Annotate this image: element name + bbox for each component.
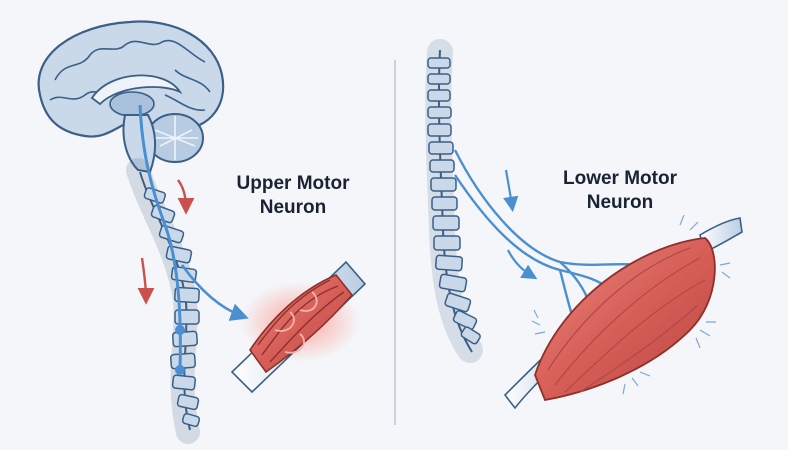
- synapse-node: [175, 325, 185, 335]
- upper-spine: [126, 158, 201, 444]
- upper-motor-tract: [138, 104, 249, 375]
- nerve-arrow: [503, 169, 519, 213]
- lower-label-line2: Neuron: [586, 192, 654, 213]
- signal-arrow-red: [137, 257, 155, 305]
- fasciculation-marks: [531, 214, 731, 395]
- upper-label-line1: Upper Motor: [236, 173, 350, 194]
- nerve-arrow: [180, 264, 249, 321]
- upper-label-line2: Neuron: [259, 197, 327, 218]
- spastic-muscle: [230, 260, 367, 394]
- lower-label-line1: Lower Motor: [563, 168, 677, 189]
- cerebellum: [146, 113, 204, 163]
- lower-motor-neuron-label: Lower Motor Neuron: [535, 167, 705, 215]
- flaccid-muscle: [503, 214, 743, 410]
- brain: [37, 20, 225, 138]
- synapse-node: [175, 365, 185, 375]
- signal-arrow-red: [177, 179, 195, 215]
- nerve-arrow: [507, 249, 538, 280]
- lower-spine: [425, 39, 483, 363]
- upper-motor-neuron-label: Upper Motor Neuron: [208, 172, 378, 220]
